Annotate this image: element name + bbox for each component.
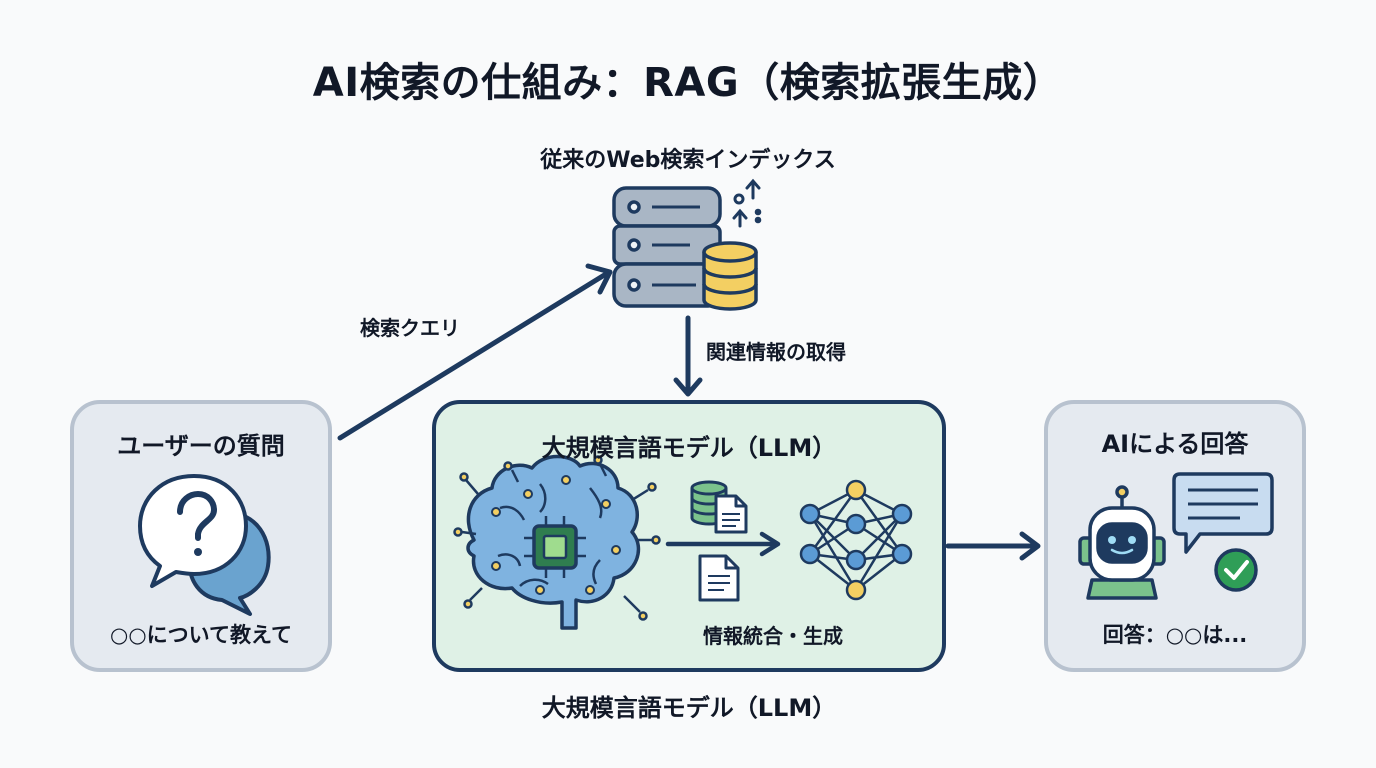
brain-chip-icon: [453, 454, 661, 630]
question-bubble-icon: [138, 474, 271, 616]
user-question-text: ○○について教えて: [110, 623, 292, 647]
document-icon: [698, 554, 740, 602]
database-label: 従来のWeb検索インデックス: [540, 148, 836, 173]
llm-caption: 大規模言語モデル（LLM）: [541, 694, 837, 722]
ai-answer-box: [1044, 400, 1306, 672]
page-title: AI検索の仕組み：RAG（検索拡張生成）: [312, 60, 1064, 106]
sync-arrows-icon: [732, 178, 762, 228]
database-icon: [702, 241, 758, 311]
check-icon: [1214, 548, 1258, 592]
user-box-title: ユーザーの質問: [117, 432, 285, 460]
llm-box-title: 大規模言語モデル（LLM）: [541, 434, 837, 462]
query-edge-label: 検索クエリ: [360, 316, 460, 340]
neural-network-icon: [799, 479, 913, 601]
chat-bubble-icon: [1172, 472, 1274, 554]
robot-icon: [1078, 485, 1166, 600]
retrieve-arrow: [673, 315, 703, 397]
query-arrow: [337, 263, 613, 441]
output-arrow: [945, 531, 1041, 561]
document-icon: [714, 494, 748, 534]
answer-box-title: AIによる回答: [1101, 430, 1249, 458]
answer-text: 回答：○○は...: [1102, 623, 1248, 647]
server-icon: [612, 186, 722, 308]
retrieve-edge-label: 関連情報の取得: [706, 340, 846, 364]
integrate-label: 情報統合・生成: [703, 624, 843, 648]
integrate-arrow: [665, 531, 781, 557]
